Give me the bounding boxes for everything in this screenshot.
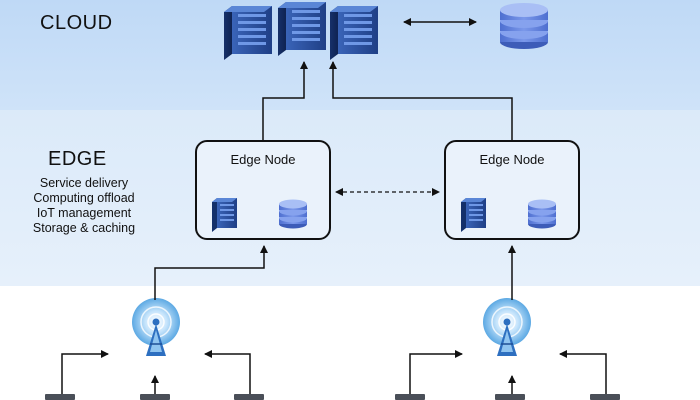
iot-device-icon bbox=[590, 394, 620, 400]
iot-device-icon bbox=[140, 394, 170, 400]
edge-to-cloud-arrow bbox=[262, 61, 308, 140]
iot-device-icon bbox=[234, 394, 264, 400]
edge-node-label: Edge Node bbox=[479, 152, 545, 167]
device-to-tower-arrow bbox=[559, 350, 607, 394]
edge-function-item: Computing offload bbox=[33, 191, 135, 205]
device-to-tower-arrow bbox=[61, 350, 109, 394]
edge-function-item: Storage & caching bbox=[32, 221, 136, 235]
cloud-database-icon bbox=[500, 3, 548, 49]
tower-to-edge-arrow bbox=[154, 245, 268, 300]
edge-node-label: Edge Node bbox=[230, 152, 296, 167]
edge-layer bbox=[0, 110, 700, 286]
edge-database-icon bbox=[528, 199, 556, 229]
cloud-layer-title: CLOUD bbox=[40, 12, 113, 34]
cloud-server-icon bbox=[330, 6, 378, 60]
edge-server-icon bbox=[212, 198, 237, 232]
cloud-server-icon bbox=[224, 6, 272, 60]
iot-device-icon bbox=[45, 394, 75, 400]
antenna-tower-icon bbox=[131, 297, 181, 357]
iot-device-icon bbox=[395, 394, 425, 400]
edge-server-icon bbox=[461, 198, 486, 232]
device-to-tower-arrow bbox=[204, 350, 251, 394]
edge-layer-title: EDGE bbox=[48, 148, 107, 170]
edge-to-cloud-arrow bbox=[329, 61, 513, 140]
device-layer bbox=[0, 286, 700, 400]
cloud-server-icon bbox=[278, 2, 326, 56]
device-to-tower-arrow bbox=[409, 350, 463, 394]
edge-functions-list: Service delivery Computing offload IoT m… bbox=[14, 176, 154, 236]
edge-function-item: IoT management bbox=[36, 206, 132, 220]
antenna-tower-icon bbox=[482, 297, 532, 357]
cloud-server-cluster bbox=[224, 2, 378, 60]
iot-device-icon bbox=[495, 394, 525, 400]
edge-database-icon bbox=[279, 199, 307, 229]
edge-node-left: Edge Node bbox=[195, 140, 331, 240]
edge-node-right: Edge Node bbox=[444, 140, 580, 240]
edge-function-item: Service delivery bbox=[39, 176, 129, 190]
